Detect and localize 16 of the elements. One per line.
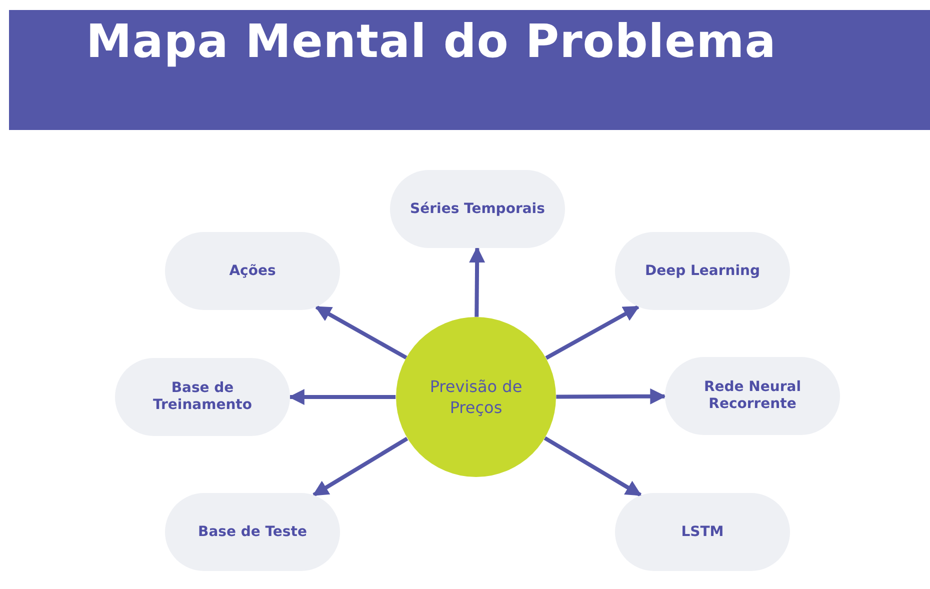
node-label: Séries Temporais — [410, 200, 545, 218]
arrow — [469, 246, 486, 317]
node-label: Rede Neural Recorrente — [703, 379, 802, 413]
node-label: LSTM — [681, 524, 724, 540]
node-label: Previsão de Preços — [428, 376, 524, 418]
node-label: Ações — [229, 262, 276, 280]
arrow — [556, 388, 666, 404]
arrow — [544, 436, 642, 497]
node-label: Base de Treinamento — [152, 380, 253, 414]
arrow — [312, 436, 408, 497]
arrow — [288, 389, 396, 405]
arrow — [315, 305, 408, 360]
title: Mapa Mental do Problema — [86, 14, 776, 68]
node-label: Deep Learning — [644, 262, 760, 280]
node-label: Base de Teste — [198, 524, 307, 540]
arrow — [545, 305, 640, 360]
